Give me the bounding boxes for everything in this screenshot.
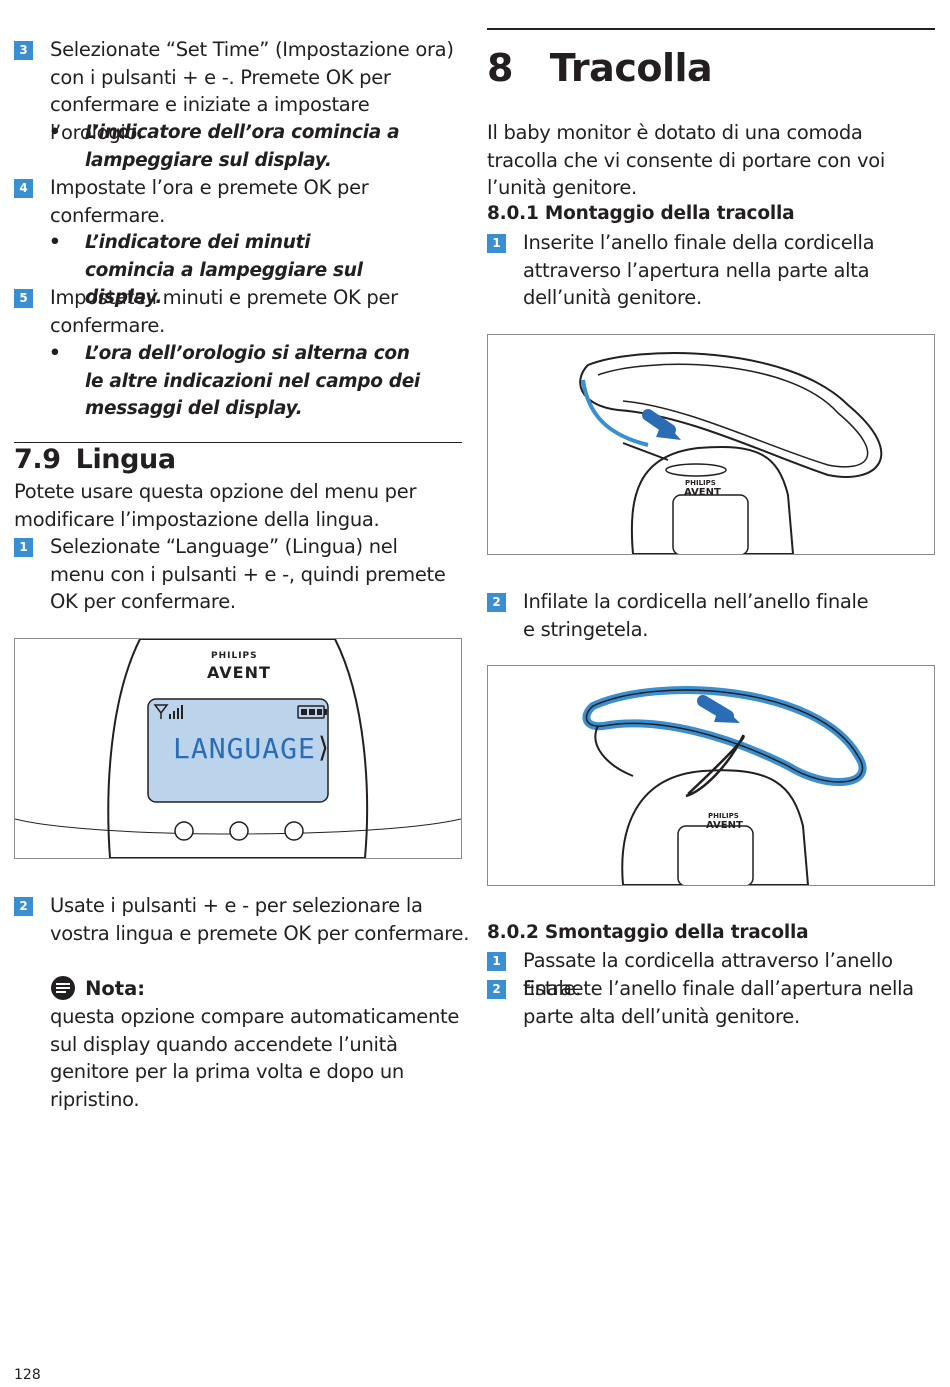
step-number-badge: 5 (14, 289, 33, 308)
bullet-text: L’indicatore dell’ora comincia a lampegg… (85, 122, 400, 171)
strap-illustration (582, 686, 867, 885)
bullet-dot: • (49, 343, 61, 364)
chapter-intro: Il baby monitor è dotato di una comoda t… (487, 121, 885, 200)
step-2: 2 Infilate la cordicella nell’anello fin… (487, 588, 935, 643)
bullet-text: L’ora dell’orologio si alterna con le al… (85, 343, 420, 420)
step-text: Impostate i minuti e premete OK per conf… (50, 286, 398, 337)
step-text: Selezionate “Set Time” (Impostazione ora… (50, 38, 454, 144)
step-number-badge: 4 (14, 179, 33, 198)
subsection-heading: 8.0.1 Montaggio della tracolla (487, 203, 795, 224)
step-2: 2 Estraete l’anello finale dall’apertura… (487, 975, 935, 1030)
step-1: 1 Selezionate “Language” (Lingua) nel me… (14, 533, 462, 616)
result-bullet: • L’indicatore dell’ora comincia a lampe… (49, 119, 465, 174)
step-4: 4 Impostate l’ora e premete OK per confe… (14, 174, 462, 229)
strap-tighten-figure: PHILIPS AVENT (487, 665, 935, 886)
step-3: 3 Selezionate “Set Time” (Impostazione o… (14, 36, 462, 146)
step-text: Passate la cordicella attraverso l’anell… (523, 949, 893, 1000)
note-icon (51, 976, 75, 1000)
step-1: 1 Passate la cordicella attraverso l’ane… (487, 947, 935, 1002)
step-number-badge: 1 (487, 952, 506, 971)
step-text: Impostate l’ora e premete OK per conferm… (50, 176, 369, 227)
step-5: 5 Impostate i minuti e premete OK per co… (14, 284, 462, 339)
step-text: Selezionate “Language” (Lingua) nel menu… (50, 535, 446, 614)
bullet-dot: • (49, 122, 61, 143)
strap-illustration (579, 352, 883, 554)
lcd-text: LANGUAGE (173, 732, 316, 765)
step-text: Infilate la cordicella nell’anello final… (523, 590, 869, 641)
brand-philips: PHILIPS (685, 479, 716, 487)
section-number: 7.9 (14, 444, 61, 475)
language-display-figure: PHILIPS AVENT LANGUAGE ⟩ (14, 638, 462, 859)
step-number-badge: 1 (487, 234, 506, 253)
result-bullet: • L’indicatore dei minuti comincia a lam… (49, 229, 405, 312)
note-text: questa opzione compare automaticamente s… (50, 1005, 460, 1111)
brand-avent: AVENT (207, 663, 271, 682)
step-text: Inserite l’anello finale della cordicell… (523, 231, 875, 310)
chapter-heading: 8 Tracolla (487, 46, 713, 90)
step-text: Estraete l’anello finale dall’apertura n… (523, 977, 914, 1028)
step-2: 2 Usate i pulsanti + e - per selezionare… (14, 892, 469, 947)
result-bullet: • L’ora dell’orologio si alterna con le … (49, 340, 430, 423)
brand-avent: AVENT (684, 487, 721, 498)
page-number: 128 (14, 1367, 41, 1383)
chapter-title: Tracolla (549, 46, 713, 90)
section-title: Lingua (75, 444, 176, 475)
step-text: Usate i pulsanti + e - per selezionare l… (50, 894, 470, 945)
lcd-arrow-icon: ⟩ (318, 731, 329, 764)
subsection-heading: 8.0.2 Smontaggio della tracolla (487, 922, 809, 943)
parent-unit-illustration (15, 639, 461, 858)
step-number-badge: 2 (14, 897, 33, 916)
note-header: Nota: (50, 975, 145, 1001)
brand-philips: PHILIPS (708, 812, 739, 820)
strap-insert-figure: PHILIPS AVENT (487, 334, 935, 555)
step-number-badge: 2 (487, 980, 506, 999)
chapter-divider (487, 28, 935, 30)
note-label: Nota: (85, 977, 146, 1000)
bullet-text: L’indicatore dei minuti comincia a lampe… (85, 232, 363, 309)
section-intro: Potete usare questa opzione del menu per… (14, 480, 417, 531)
chapter-number: 8 (487, 46, 513, 90)
step-number-badge: 1 (14, 538, 33, 557)
section-divider (14, 442, 462, 443)
section-heading: 7.9 Lingua (14, 444, 176, 475)
step-number-badge: 2 (487, 593, 506, 612)
step-1: 1 Inserite l’anello finale della cordice… (487, 229, 935, 312)
brand-avent: AVENT (706, 820, 743, 831)
brand-philips: PHILIPS (211, 651, 258, 661)
bullet-dot: • (49, 232, 61, 253)
step-number-badge: 3 (14, 41, 33, 60)
